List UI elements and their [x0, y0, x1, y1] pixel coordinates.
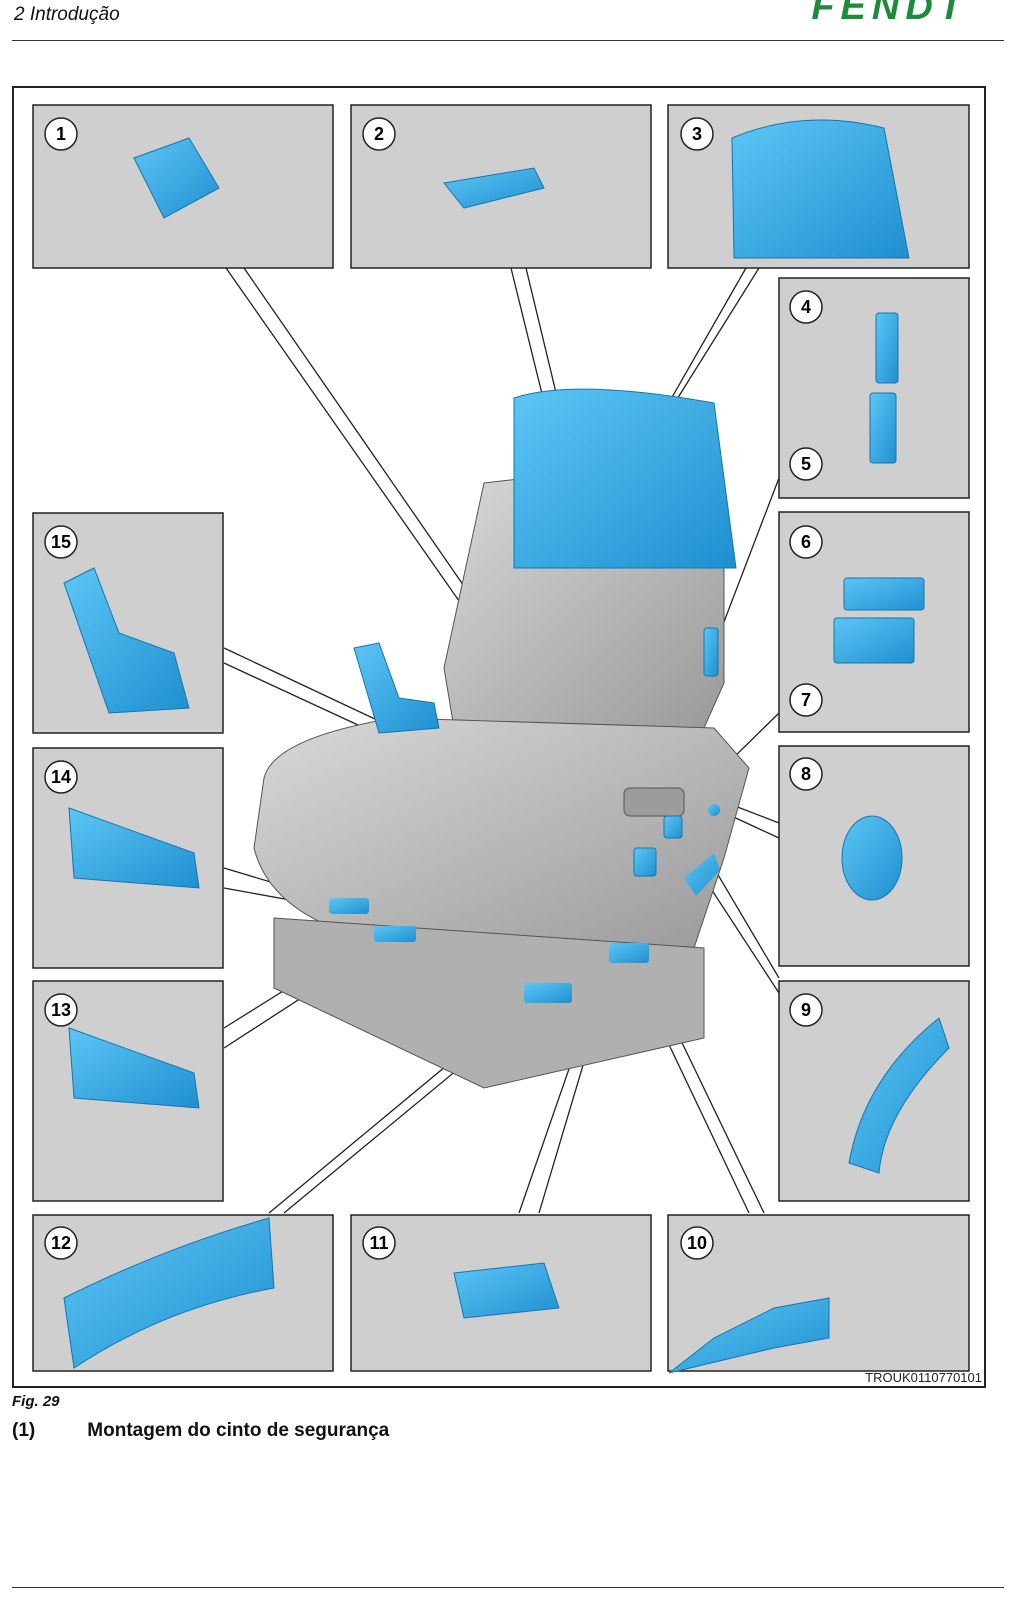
figure-caption: Fig. 29 [12, 1393, 60, 1410]
callout-5: 5 [789, 447, 823, 481]
callout-6: 6 [789, 525, 823, 559]
legend-text: Montagem do cinto de segurança [87, 1420, 390, 1441]
callout-label: 2 [374, 124, 384, 144]
section-title: 2 Introdução [14, 4, 120, 25]
callout-8: 8 [789, 757, 823, 791]
callout-2: 2 [362, 117, 396, 151]
callout-label: 9 [801, 1000, 811, 1020]
callout-label: 10 [687, 1233, 707, 1253]
legend-item: (1) Montagem do cinto de segurança [12, 1420, 389, 1442]
callout-label: 12 [51, 1233, 71, 1253]
callout-label: 5 [801, 454, 811, 474]
callout-14: 14 [44, 760, 78, 794]
seat-illustration: 1 2 3 4 5 6 7 8 9 10 11 12 13 14 15 [32, 104, 970, 1374]
footer-divider [12, 1587, 1004, 1588]
callout-badges: 1 2 3 4 5 6 7 8 9 10 11 12 13 14 15 [44, 117, 823, 1260]
figure-frame: 1 2 3 4 5 6 7 8 9 10 11 12 13 14 15 [12, 86, 986, 1388]
header-divider [12, 40, 1004, 41]
callout-label: 4 [801, 297, 811, 317]
callout-13: 13 [44, 993, 78, 1027]
callout-label: 8 [801, 764, 811, 784]
callout-label: 15 [51, 532, 71, 552]
callout-7: 7 [789, 683, 823, 717]
callout-label: 3 [692, 124, 702, 144]
central-seat [253, 388, 750, 1089]
panel-parts [63, 119, 950, 1374]
callout-label: 11 [369, 1233, 388, 1253]
brand-logo: FENDT [811, 0, 968, 28]
callout-3: 3 [680, 117, 714, 151]
callout-4: 4 [789, 290, 823, 324]
callout-12: 12 [44, 1226, 78, 1260]
callout-label: 13 [51, 1000, 71, 1020]
figure-reference-code: TROUK0110770101 [865, 1370, 982, 1385]
callout-10: 10 [680, 1226, 714, 1260]
callout-15: 15 [44, 525, 78, 559]
legend-number: (1) [12, 1420, 36, 1441]
callout-1: 1 [44, 117, 78, 151]
callout-label: 1 [56, 124, 66, 144]
callout-label: 7 [801, 690, 811, 710]
callout-label: 6 [801, 532, 811, 552]
callout-11: 11 [362, 1226, 396, 1260]
callout-label: 14 [51, 767, 71, 787]
callout-9: 9 [789, 993, 823, 1027]
